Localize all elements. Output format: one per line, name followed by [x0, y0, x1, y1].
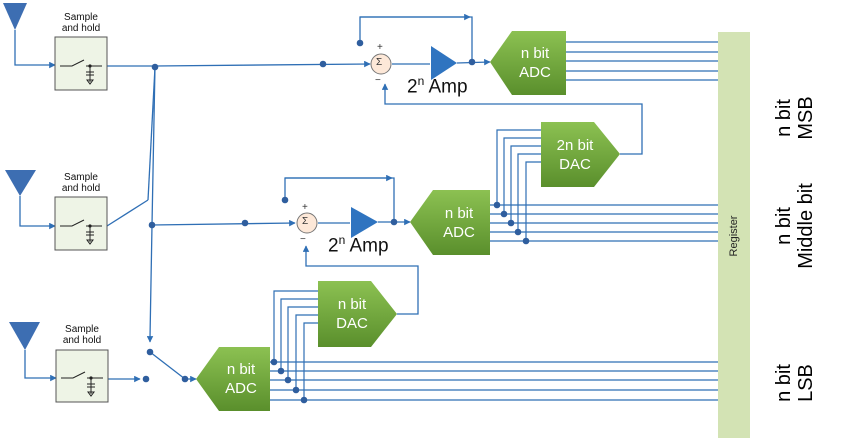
dac-block-low — [318, 281, 397, 347]
adc-mid-line1: n bit — [444, 205, 474, 222]
amp-top-exp: n — [417, 74, 425, 88]
amp-top-text: Amp — [428, 76, 468, 98]
adc-mid-line2: ADC — [443, 224, 475, 241]
dac-block-top — [541, 122, 620, 187]
msb-label: n bit MSB — [773, 96, 817, 139]
sample-hold-1-line1: Sample — [64, 12, 98, 23]
summer-mid — [296, 212, 318, 234]
dac-low-line1: n bit — [337, 296, 367, 313]
amp-triangle-top — [431, 46, 457, 80]
adc-block-low — [196, 347, 270, 411]
sample-hold-2-line1: Sample — [64, 172, 98, 183]
dac-top-line1: 2n bit — [556, 137, 594, 154]
summer-top-minus: − — [375, 75, 381, 86]
dac-low-line2: DAC — [336, 315, 368, 332]
summer-top-symbol: Σ — [376, 57, 383, 68]
adc-top-line1: n bit — [520, 45, 550, 62]
adc-mid-label: n bit ADC — [428, 204, 490, 242]
adc-block-top — [490, 31, 566, 95]
summer-mid-symbol: Σ — [302, 216, 309, 227]
lsb-line2: LSB — [795, 364, 817, 402]
antenna-icon-top — [3, 3, 27, 30]
amp-top-base: 2 — [407, 76, 418, 98]
sample-hold-1-line2: and hold — [61, 23, 101, 34]
sample-hold-1-title: Sample and hold — [55, 12, 107, 34]
register-bar — [718, 32, 750, 438]
middle-line2: Middle bit — [795, 183, 817, 269]
amp-mid-exp: n — [338, 233, 346, 247]
summer-top — [370, 53, 392, 75]
adc-low-line2: ADC — [225, 380, 257, 397]
summer-mid-plus: + — [302, 202, 308, 213]
amp-mid-text: Amp — [349, 235, 389, 257]
dac-top-line2: DAC — [559, 156, 591, 173]
sample-hold-3-title: Sample and hold — [56, 324, 108, 346]
antenna-icon-low — [9, 322, 40, 350]
middle-label: n bit Middle bit — [773, 183, 817, 269]
sample-hold-2-title: Sample and hold — [55, 172, 107, 194]
summer-top-plus: + — [377, 42, 383, 53]
register-label: Register — [728, 215, 740, 257]
msb-line1: n bit — [773, 99, 795, 137]
sample-hold-1 — [54, 36, 108, 91]
adc-top-line2: ADC — [519, 64, 551, 81]
adc-block-mid — [410, 190, 490, 255]
lsb-label: n bit LSB — [773, 364, 817, 402]
lsb-line1: n bit — [773, 364, 795, 402]
middle-line1: n bit — [773, 207, 795, 245]
sample-hold-3-line2: and hold — [62, 335, 102, 346]
amp-label-mid: 2n Amp — [328, 233, 389, 257]
adc-low-label: n bit ADC — [212, 360, 270, 398]
sample-hold-3 — [55, 349, 109, 403]
antenna-icon-mid — [5, 170, 36, 196]
sample-hold-3-line1: Sample — [65, 324, 99, 335]
summer-mid-minus: − — [300, 234, 306, 245]
msb-line2: MSB — [795, 96, 817, 140]
amp-mid-base: 2 — [328, 235, 339, 257]
amp-triangle-mid — [351, 207, 378, 238]
adc-low-line1: n bit — [226, 361, 256, 378]
adc-top-label: n bit ADC — [504, 44, 566, 82]
dac-low-label: n bit DAC — [318, 295, 386, 333]
amp-label-top: 2n Amp — [407, 74, 468, 98]
sample-hold-2-line2: and hold — [61, 183, 101, 194]
sample-hold-2 — [54, 196, 108, 251]
dac-top-label: 2n bit DAC — [541, 136, 609, 174]
